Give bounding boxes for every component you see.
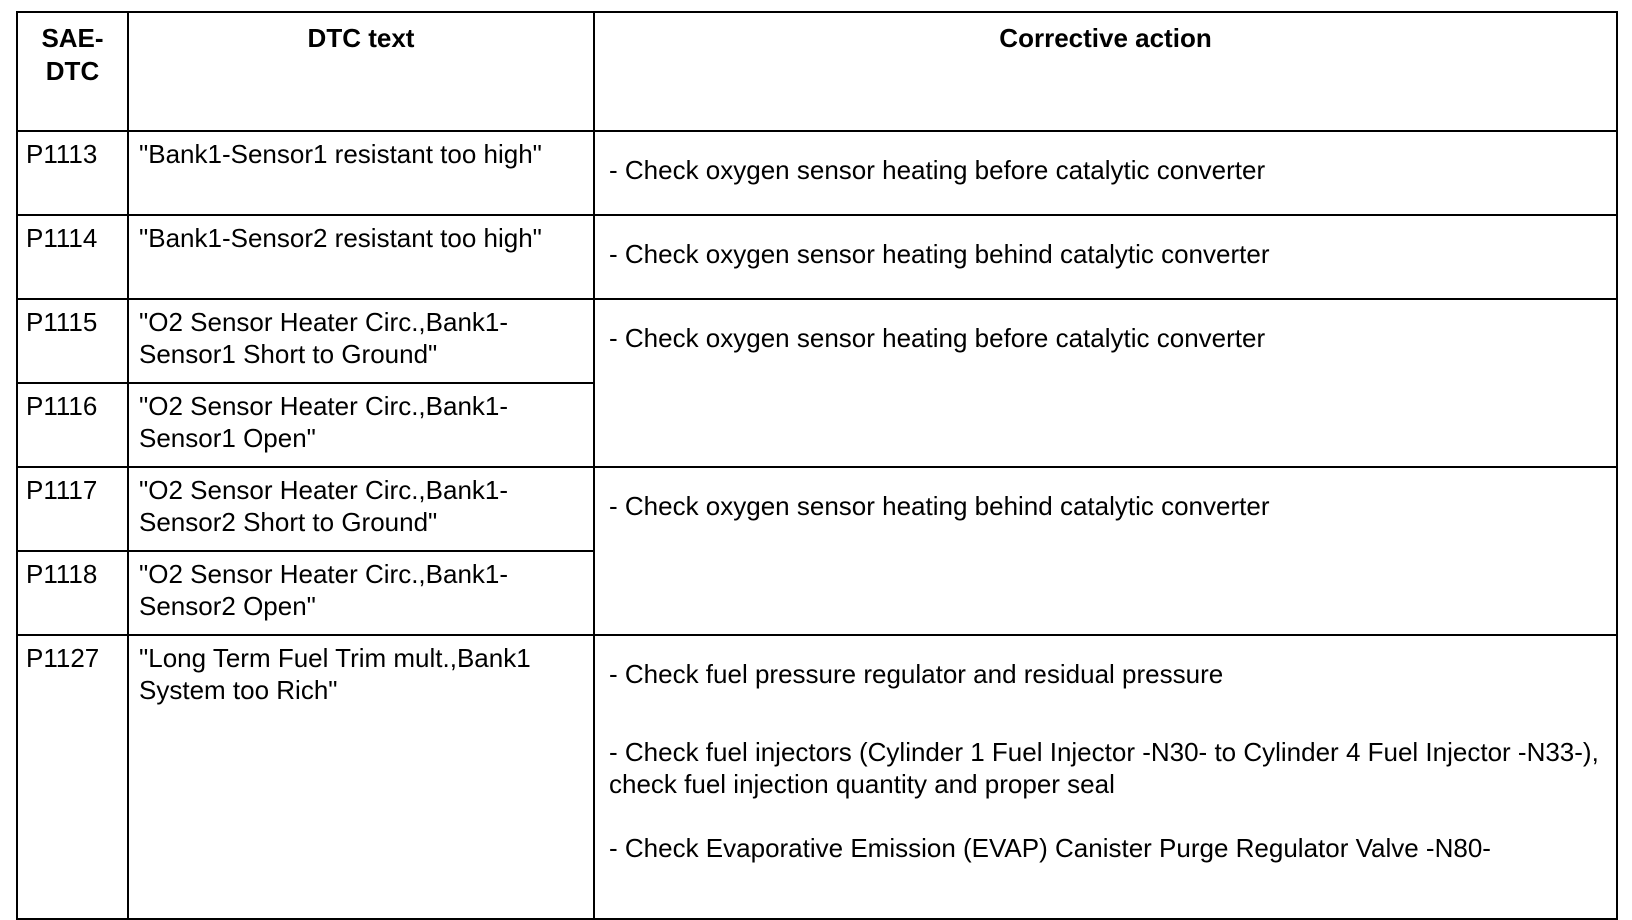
table-row: P1118 "O2 Sensor Heater Circ.,Bank1-Sens… <box>16 550 1617 636</box>
action-line: - Check oxygen sensor heating before cat… <box>609 155 1266 185</box>
dtc-table: SAE- DTC DTC text Corrective action P111… <box>16 11 1618 920</box>
action-line: - Check fuel injectors (Cylinder 1 Fuel … <box>609 737 1599 799</box>
corrective-action: - Check oxygen sensor heating before cat… <box>593 298 1618 468</box>
table-row: P1113 "Bank1-Sensor1 resistant too high"… <box>16 130 1618 216</box>
action-line: - Check oxygen sensor heating behind cat… <box>609 239 1270 269</box>
corrective-action: - Check fuel pressure regulator and resi… <box>593 634 1618 920</box>
dtc-text: "O2 Sensor Heater Circ.,Bank1-Sensor2 Sh… <box>127 466 595 552</box>
dtc-code: P1118 <box>16 550 129 636</box>
dtc-text: "O2 Sensor Heater Circ.,Bank1-Sensor1 Sh… <box>127 298 595 384</box>
action-line: - Check Evaporative Emission (EVAP) Cani… <box>609 833 1491 863</box>
action-line: - Check oxygen sensor heating before cat… <box>609 323 1266 353</box>
dtc-text: "O2 Sensor Heater Circ.,Bank1-Sensor2 Op… <box>127 550 595 636</box>
table-row: P1127 "Long Term Fuel Trim mult.,Bank1 S… <box>16 634 1618 920</box>
header-sae-dtc-line1: SAE- <box>41 23 104 53</box>
dtc-text: "Long Term Fuel Trim mult.,Bank1 System … <box>127 634 595 920</box>
dtc-code: P1113 <box>16 130 129 216</box>
corrective-action: - Check oxygen sensor heating behind cat… <box>593 466 1618 636</box>
action-line: - Check fuel pressure regulator and resi… <box>609 659 1224 689</box>
header-sae-dtc: SAE- DTC <box>16 11 129 132</box>
dtc-code: P1127 <box>16 634 129 920</box>
dtc-code: P1116 <box>16 382 129 468</box>
action-line: - Check oxygen sensor heating behind cat… <box>609 491 1270 521</box>
dtc-text: "Bank1-Sensor2 resistant too high" <box>127 214 595 300</box>
dtc-code: P1115 <box>16 298 129 384</box>
dtc-code: P1117 <box>16 466 129 552</box>
corrective-action: - Check oxygen sensor heating before cat… <box>593 130 1618 216</box>
dtc-text: "Bank1-Sensor1 resistant too high" <box>127 130 595 216</box>
table-row: P1116 "O2 Sensor Heater Circ.,Bank1-Sens… <box>16 382 1617 468</box>
header-sae-dtc-line2: DTC <box>45 56 100 86</box>
header-corrective-action: Corrective action <box>593 11 1618 132</box>
table-header-row: SAE- DTC DTC text Corrective action <box>16 11 1618 132</box>
header-dtc-text: DTC text <box>127 11 595 132</box>
dtc-text: "O2 Sensor Heater Circ.,Bank1-Sensor1 Op… <box>127 382 595 468</box>
corrective-action: - Check oxygen sensor heating behind cat… <box>593 214 1618 300</box>
dtc-code: P1114 <box>16 214 129 300</box>
table-row: P1115 "O2 Sensor Heater Circ.,Bank1-Sens… <box>16 298 1618 468</box>
table-row: P1114 "Bank1-Sensor2 resistant too high"… <box>16 214 1618 300</box>
table-row: P1117 "O2 Sensor Heater Circ.,Bank1-Sens… <box>16 466 1618 636</box>
